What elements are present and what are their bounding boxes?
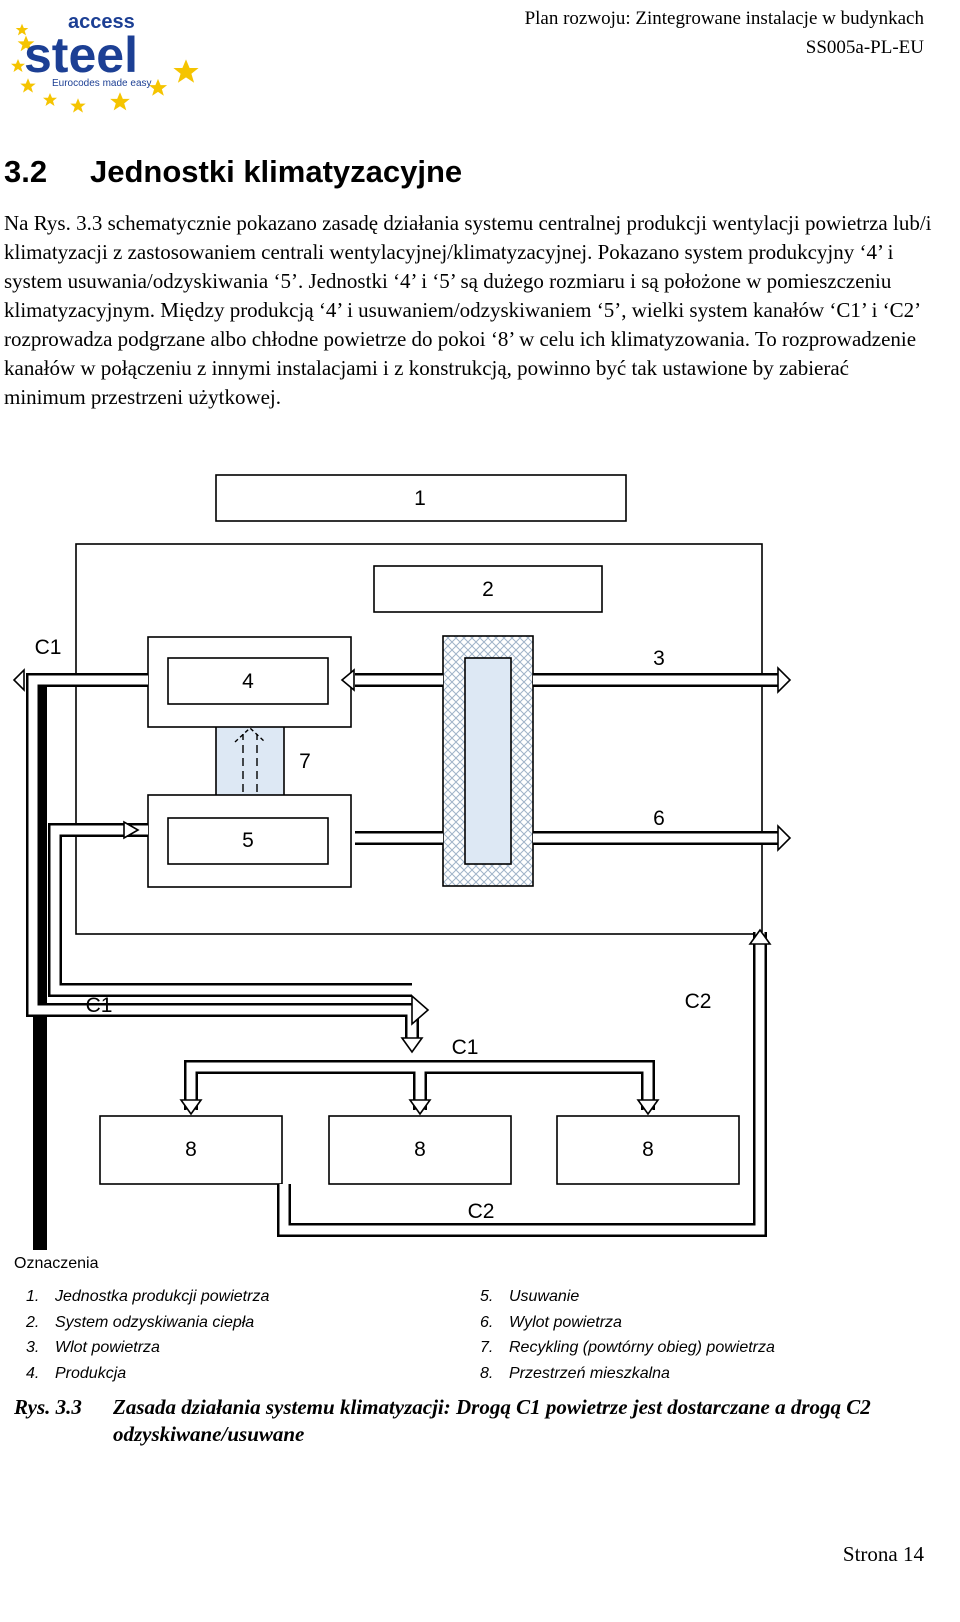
recirculation-arrows	[234, 727, 266, 792]
logo-steel-text: steel	[24, 27, 138, 83]
box-extraction	[167, 817, 329, 865]
label-c1-mid: C1	[452, 1036, 479, 1059]
air-handling-diagram: 1 2 3 4 5 6 7 C1 C1 C1 C2 C2 8 8 8	[12, 474, 792, 1250]
legend-item: 2. System odzyskiwania ciepła	[26, 1310, 269, 1336]
box-production	[167, 657, 329, 705]
logo-access-text: access	[68, 11, 135, 33]
legend-num: 8.	[480, 1364, 494, 1382]
document-code: SS005a-PL-EU	[805, 37, 924, 58]
legend-text: Usuwanie	[509, 1288, 580, 1305]
label-c2-right: C2	[685, 990, 712, 1013]
box-heat-recovery	[373, 565, 603, 613]
section-title: Jednostki klimatyzacyjne	[90, 154, 463, 189]
legend-num: 3.	[26, 1339, 40, 1356]
caption-line-1: Zasada działania systemu klimatyzacji: D…	[113, 1395, 871, 1419]
legend-item: 4. Produkcja	[26, 1361, 269, 1387]
legend-item: 8. Przestrzeń mieszkalna	[480, 1361, 775, 1387]
label-4: 4	[242, 670, 254, 693]
legend-num: 7.	[480, 1339, 494, 1356]
legend-text: Przestrzeń mieszkalna	[509, 1364, 670, 1382]
legend-num: 5.	[480, 1288, 494, 1305]
legend-num: 6.	[480, 1313, 494, 1331]
logo-tagline: Eurocodes made easy	[52, 78, 152, 89]
caption-label: Rys. 3.3	[14, 1395, 82, 1419]
legend-item: 6. Wylot powietrza	[480, 1310, 775, 1336]
label-3: 3	[653, 647, 665, 670]
heat-exchanger-core	[464, 657, 512, 865]
room-label: 8	[185, 1138, 197, 1161]
section-heading: 3.2 Jednostki klimatyzacyjne	[4, 154, 462, 190]
label-1: 1	[414, 487, 426, 510]
legend-item: 7. Recykling (powtórny obieg) powietrza	[480, 1335, 775, 1361]
legend-num: 1.	[26, 1288, 40, 1305]
label-5: 5	[242, 829, 254, 852]
label-c1-top: C1	[35, 636, 62, 659]
legend-text: System odzyskiwania ciepła	[55, 1313, 255, 1331]
legend-title: Oznaczenia	[14, 1255, 99, 1272]
room-label: 8	[414, 1138, 426, 1161]
living-space-3	[556, 1115, 740, 1185]
figure-caption: Rys. 3.3 Zasada działania systemu klimaty…	[14, 1394, 934, 1448]
document-title: Plan rozwoju: Zintegrowane instalacje w …	[524, 8, 924, 29]
living-space-1	[99, 1115, 283, 1185]
legend-list-right: 5. Usuwanie 6. Wylot powietrza 7. Recykling…	[480, 1284, 775, 1386]
label-6: 6	[653, 807, 665, 830]
room-label: 8	[642, 1138, 654, 1161]
label-2: 2	[482, 578, 494, 601]
legend-item: 3. Wlot powietrza	[26, 1335, 269, 1361]
body-paragraph: Na Rys. 3.3 schematycznie pokazano zasad…	[4, 211, 932, 409]
legend-text: Produkcja	[55, 1364, 127, 1382]
access-steel-logo: access steel Eurocodes made easy	[8, 6, 204, 114]
legend-item: 5. Usuwanie	[480, 1284, 775, 1310]
label-c2-bottom: C2	[468, 1200, 495, 1223]
living-space-2	[328, 1115, 512, 1185]
caption-line-2: odzyskiwane/usuwane	[113, 1422, 305, 1446]
legend-text: Jednostka produkcji powietrza	[55, 1288, 270, 1305]
legend-list-left: 1. Jednostka produkcji powietrza 2. System…	[26, 1284, 269, 1386]
label-c1-left: C1	[86, 994, 113, 1017]
box-production-unit	[215, 474, 627, 522]
legend-num: 2.	[26, 1313, 40, 1331]
section-number: 3.2	[4, 154, 48, 189]
legend-text: Recykling (powtórny obieg) powietrza	[509, 1339, 775, 1356]
recirculation-channel	[215, 725, 285, 797]
page-number: Strona 14	[842, 1542, 924, 1566]
legend-text: Wlot powietrza	[55, 1339, 160, 1356]
duct-arrowheads	[12, 666, 792, 1116]
legend-item: 1. Jednostka produkcji powietrza	[26, 1284, 269, 1310]
running-header: Plan rozwoju: Zintegrowane instalacje w …	[525, 4, 924, 62]
legend-text: Wylot powietrza	[509, 1313, 622, 1331]
legend-num: 4.	[26, 1364, 40, 1382]
label-7: 7	[299, 750, 311, 773]
